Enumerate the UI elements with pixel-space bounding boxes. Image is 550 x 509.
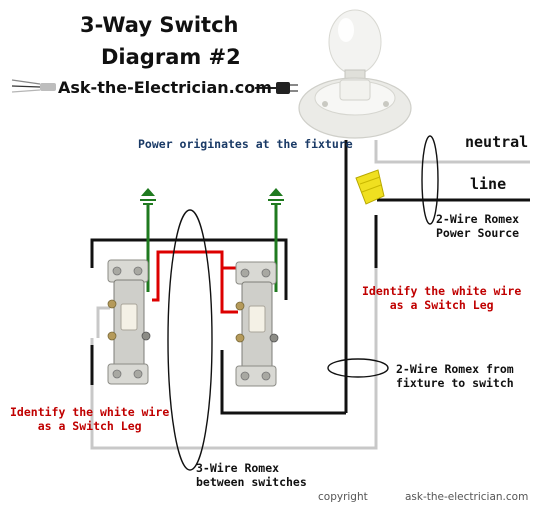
romex-source-line-2: Power Source: [436, 226, 520, 240]
ground-symbol-icon: [268, 188, 284, 205]
cable-end-icon: [11, 79, 56, 93]
neutral-label: neutral: [465, 133, 529, 151]
identify-right-label: Identify the white wire as a Switch Leg: [362, 284, 521, 312]
traveler-grey: [96, 306, 110, 338]
identify-left-line-2: as a Switch Leg: [37, 419, 142, 433]
romex-fixture-loop: [327, 358, 389, 378]
ground-symbol-icon: [140, 188, 156, 205]
power-origin-label: Power originates at the fixture: [138, 137, 353, 151]
romex-fixture-line-1: 2-Wire Romex from: [396, 362, 514, 376]
switch-leg-return: [220, 350, 346, 415]
romex-source-line-1: 2-Wire Romex: [436, 212, 520, 226]
footer-site: ask-the-electrician.com: [405, 491, 529, 503]
romex-source-label: 2-Wire Romex Power Source: [436, 212, 519, 240]
romex-between-loop: [167, 209, 213, 471]
identify-left-label: Identify the white wire as a Switch Leg: [10, 405, 169, 433]
traveler-red: [152, 250, 238, 314]
site-brand: Ask-the-Electrician.com: [58, 78, 272, 97]
romex-fixture-line-2: fixture to switch: [396, 376, 514, 390]
title-line-2: Diagram #2: [101, 45, 241, 69]
neutral-wire: [374, 140, 530, 164]
line-label: line: [470, 175, 507, 193]
fixture-white-wire: [90, 268, 378, 450]
romex-between-line-1: 3-Wire Romex: [196, 461, 280, 475]
footer-copyright: copyright: [318, 491, 368, 503]
romex-fixture-label: 2-Wire Romex from fixture to switch: [396, 362, 514, 390]
switch-icon: [235, 261, 279, 387]
light-bulb-icon: [298, 9, 412, 139]
identify-left-line-1: Identify the white wire: [10, 405, 170, 419]
romex-between-label: 3-Wire Romex between switches: [196, 461, 307, 489]
wire-nut-icon: [355, 169, 385, 205]
romex-between-line-2: between switches: [196, 475, 307, 489]
identify-right-line-2: as a Switch Leg: [389, 298, 494, 312]
plug-icon: [255, 82, 298, 94]
traveler-black: [90, 238, 288, 300]
identify-right-line-1: Identify the white wire: [362, 284, 522, 298]
title-line-1: 3-Way Switch: [80, 13, 239, 37]
switch-icon: [107, 259, 151, 385]
romex-source-loop: [421, 135, 439, 225]
